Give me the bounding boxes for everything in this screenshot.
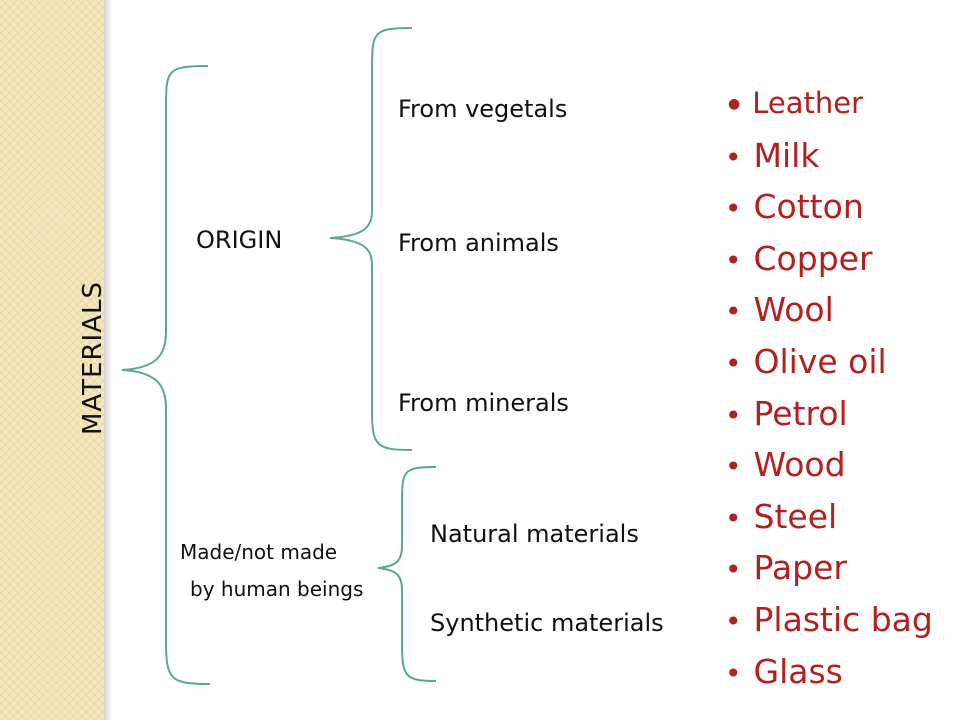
- item-petrol: • Petrol: [725, 388, 933, 440]
- side-strip-shadow: [104, 0, 112, 720]
- synthetic-materials-label: Synthetic materials: [430, 609, 664, 637]
- bullet-icon: •: [725, 295, 742, 329]
- bullet-icon: •: [725, 346, 742, 380]
- bullet-icon: •: [725, 553, 742, 587]
- item-label: Glass: [753, 651, 843, 691]
- item-label: Plastic bag: [753, 599, 933, 639]
- bullet-icon: •: [725, 192, 742, 226]
- item-steel: • Steel: [725, 491, 933, 543]
- item-leather: ● Leather: [725, 78, 933, 130]
- from-vegetals-label: From vegetals: [398, 95, 568, 123]
- bullet-icon: •: [725, 140, 742, 174]
- item-label: Wood: [753, 445, 846, 485]
- item-label: Cotton: [753, 187, 864, 227]
- item-plastic-bag: • Plastic bag: [725, 594, 933, 646]
- origin-branch-label: ORIGIN: [196, 226, 283, 254]
- item-olive-oil: • Olive oil: [725, 336, 933, 388]
- bullet-icon: •: [725, 450, 742, 484]
- item-wood: • Wood: [725, 439, 933, 491]
- from-animals-label: From animals: [398, 229, 559, 257]
- item-label: Milk: [753, 135, 820, 175]
- materials-root-label: MATERIALS: [78, 280, 108, 436]
- item-copper: • Copper: [725, 233, 933, 285]
- material-items-list: ● Leather • Milk • Cotton • Copper • Wool • Ol…: [725, 78, 933, 697]
- decorative-side-strip: [0, 0, 104, 720]
- bullet-icon: •: [725, 604, 742, 638]
- item-label: Olive oil: [753, 341, 887, 381]
- from-minerals-label: From minerals: [398, 389, 569, 417]
- origin-brace: [329, 27, 413, 451]
- bullet-icon: •: [725, 656, 742, 690]
- bullet-icon: •: [725, 501, 742, 535]
- item-label: Steel: [753, 496, 838, 536]
- item-glass: • Glass: [725, 646, 933, 698]
- item-label: Wool: [753, 290, 834, 330]
- item-label: Leather: [752, 86, 863, 120]
- made-branch-label-line2: by human beings: [190, 577, 364, 601]
- root-brace: [121, 65, 211, 685]
- item-paper: • Paper: [725, 542, 933, 594]
- item-cotton: • Cotton: [725, 181, 933, 233]
- bullet-icon: •: [725, 398, 742, 432]
- made-brace: [377, 466, 437, 682]
- item-milk: • Milk: [725, 130, 933, 182]
- item-wool: • Wool: [725, 284, 933, 336]
- natural-materials-label: Natural materials: [430, 520, 639, 548]
- bullet-icon: ●: [728, 96, 741, 113]
- item-label: Copper: [753, 238, 873, 278]
- made-branch-label-line1: Made/not made: [180, 540, 338, 564]
- item-label: Petrol: [753, 393, 848, 433]
- item-label: Paper: [753, 548, 847, 588]
- bullet-icon: •: [725, 243, 742, 277]
